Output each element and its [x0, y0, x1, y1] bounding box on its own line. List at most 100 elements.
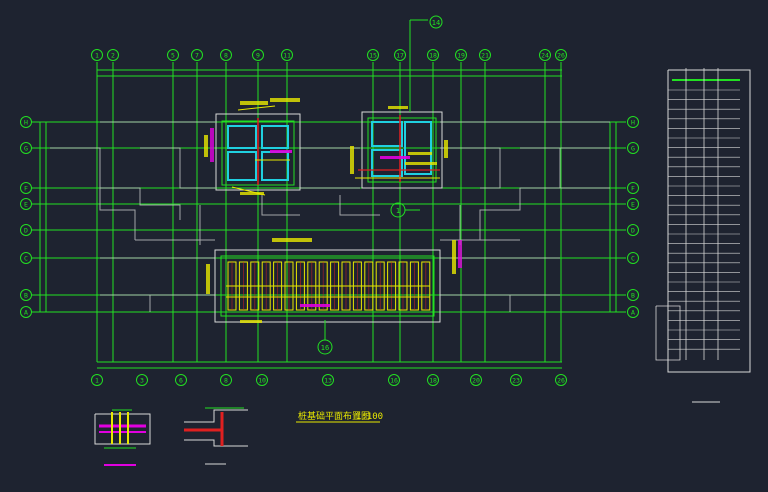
axis-bubble-top-label: 2 — [111, 52, 115, 60]
drawing-caption-title: 桩基础平面布置图 — [298, 410, 370, 422]
callout-detail-mid-label: 1 — [396, 207, 400, 215]
axis-bubble-bottom-label: 26 — [557, 377, 565, 385]
axis-bubble-bottom: 13 — [322, 374, 334, 386]
axis-bubble-top: 5 — [167, 49, 179, 61]
axis-bubble-right: H — [627, 116, 639, 128]
axis-bubble-left-label: D — [24, 227, 28, 235]
callout-detail-bottom: 16 — [317, 339, 333, 355]
axis-bubble-top: 11 — [281, 49, 293, 61]
axis-bubble-bottom-label: 20 — [472, 377, 480, 385]
axis-bubble-top-label: 21 — [481, 52, 489, 60]
axis-bubble-bottom-label: 10 — [258, 377, 266, 385]
axis-bubble-top: 17 — [394, 49, 406, 61]
axis-bubble-left-label: H — [24, 119, 28, 127]
axis-bubble-top-label: 5 — [171, 52, 175, 60]
core-left — [204, 98, 301, 196]
axis-bubble-right: G — [627, 142, 639, 154]
axis-bubble-top-label: 7 — [195, 52, 199, 60]
axis-bubble-left-label: C — [24, 255, 28, 263]
top-axis-bubbles: 1 2 5 7 8 9 11 15 17 18 19 21 24 26 — [91, 49, 567, 61]
axis-bubble-bottom: 3 — [136, 374, 148, 386]
axis-bubble-left: F — [20, 182, 32, 194]
axis-bubble-left: C — [20, 252, 32, 264]
axis-bubble-top-label: 9 — [256, 52, 260, 60]
axis-bubble-top: 9 — [252, 49, 264, 61]
axis-bubble-top-label: 15 — [369, 52, 377, 60]
axis-bubble-bottom: 10 — [256, 374, 268, 386]
axis-bubble-top: 1 — [91, 49, 103, 61]
axis-bubble-top-label: 8 — [224, 52, 228, 60]
axis-bubble-bottom-label: 1 — [95, 377, 99, 385]
axis-bubble-top-label: 11 — [283, 52, 291, 60]
axis-bubble-right-label: D — [631, 227, 635, 235]
axis-bubble-bottom: 8 — [220, 374, 232, 386]
axis-bubble-top: 7 — [191, 49, 203, 61]
axis-bubble-right-label: G — [631, 145, 635, 153]
axis-bubble-bottom-label: 23 — [512, 377, 520, 385]
axis-bubble-right-label: A — [631, 309, 635, 317]
axis-bubble-top: 8 — [220, 49, 232, 61]
pile-raft-zone — [206, 238, 462, 340]
callout-detail-bottom-label: 16 — [321, 344, 329, 352]
dimension-lines — [39, 69, 617, 369]
axis-bubble-left: G — [20, 142, 32, 154]
axis-bubble-top: 15 — [367, 49, 379, 61]
axis-bubble-top-label: 1 — [95, 52, 99, 60]
axis-bubble-right: D — [627, 224, 639, 236]
axis-bubble-left: E — [20, 198, 32, 210]
axis-bubble-bottom-label: 13 — [324, 377, 332, 385]
axis-bubble-top: 18 — [427, 49, 439, 61]
drawing-caption: 桩基础平面布置图 1:100 — [296, 410, 383, 423]
axis-bubble-left-label: G — [24, 145, 28, 153]
schedule-table — [655, 68, 751, 403]
building-wall-outlines — [50, 121, 610, 312]
callout-detail-mid: 1 — [390, 202, 420, 218]
pile-cap-detail-1 — [94, 409, 151, 466]
axis-bubble-bottom-label: 8 — [224, 377, 228, 385]
axis-bubble-bottom-label: 18 — [429, 377, 437, 385]
axis-bubble-left: B — [20, 289, 32, 301]
axis-bubble-bottom-label: 16 — [390, 377, 398, 385]
axis-bubble-left-label: E — [24, 201, 28, 209]
axis-bubble-top: 24 — [539, 49, 551, 61]
axis-bubble-left: D — [20, 224, 32, 236]
axis-bubble-bottom: 16 — [388, 374, 400, 386]
axis-bubble-right-label: H — [631, 119, 635, 127]
axis-bubble-top-label: 24 — [541, 52, 549, 60]
axis-bubble-bottom-label: 3 — [140, 377, 144, 385]
axis-bubble-bottom-label: 6 — [179, 377, 183, 385]
axis-bubble-top: 26 — [555, 49, 567, 61]
callout-top-right: 14 — [429, 15, 443, 29]
axis-bubble-left-label: F — [24, 185, 28, 193]
axis-bubble-right: C — [627, 252, 639, 264]
axis-bubble-left: A — [20, 306, 32, 318]
right-axis-bubbles: H G FE D C B A — [627, 116, 639, 318]
axis-bubble-bottom: 23 — [510, 374, 522, 386]
axis-bubble-bottom: 18 — [427, 374, 439, 386]
callout-top-right-label: 14 — [432, 19, 440, 27]
axis-bubble-top-label: 18 — [429, 52, 437, 60]
axis-bubble-bottom: 20 — [470, 374, 482, 386]
axis-bubble-top: 21 — [479, 49, 491, 61]
axis-bubble-top-label: 19 — [457, 52, 465, 60]
axis-bubble-right: F — [627, 182, 639, 194]
axis-bubble-bottom: 26 — [555, 374, 567, 386]
core-right — [350, 19, 448, 189]
axis-bubble-right: E — [627, 198, 639, 210]
axis-bubble-top: 19 — [455, 49, 467, 61]
axis-bubble-right-label: C — [631, 255, 635, 263]
axis-bubble-left-label: B — [24, 292, 28, 300]
axis-bubble-bottom: 6 — [175, 374, 187, 386]
axis-bubble-right: B — [627, 289, 639, 301]
axis-bubble-right-label: B — [631, 292, 635, 300]
wall-joint-detail-2 — [184, 407, 248, 465]
axis-bubble-left: H — [20, 116, 32, 128]
axis-bubble-right-label: E — [631, 201, 635, 209]
axis-bubble-top: 2 — [107, 49, 119, 61]
axis-bubble-top-label: 17 — [396, 52, 404, 60]
axis-bubble-top-label: 26 — [557, 52, 565, 60]
drawing-caption-scale: 1:100 — [356, 412, 383, 422]
